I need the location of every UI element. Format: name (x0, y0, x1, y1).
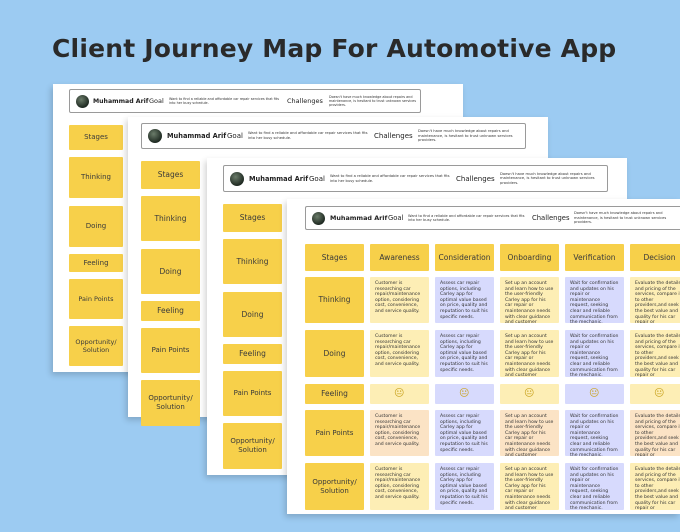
persona-card: Muhammad Arif Goal Want to find a reliab… (141, 123, 526, 149)
row-label-feeling: Feeling (305, 384, 364, 404)
goal-label: Goal (149, 97, 164, 105)
challenges-text: Doesn't have much knowledge about repair… (574, 211, 667, 225)
doing-awareness: Customer is researching car repair/maint… (370, 330, 429, 377)
row-label-feeling: Feeling (141, 301, 200, 321)
goal-text: Want to find a reliable and affordable c… (248, 131, 368, 140)
avatar (76, 94, 89, 108)
persona-name: Muhammad Arif (167, 132, 227, 140)
neutral-face-icon: 😐 (459, 388, 470, 399)
pain-consideration: Assess car repair options, including Car… (435, 410, 494, 456)
doing-onboarding: Set up an account and learn how to use t… (500, 330, 559, 377)
row-label-doing: Doing (141, 249, 200, 294)
persona-card: Muhammad Arif Goal Want to find a reliab… (223, 165, 608, 192)
row-label-stages: Stages (141, 161, 200, 189)
neutral-face-icon: 😐 (589, 388, 600, 399)
challenges-label: Challenges (287, 97, 323, 105)
feeling-verification: 😐 (565, 384, 624, 404)
row-label-thinking: Thinking (141, 196, 200, 241)
challenges-label: Challenges (456, 174, 495, 183)
thinking-consideration: Assess car repair options, including Car… (435, 277, 494, 323)
pain-awareness: Customer is researching car repair/maint… (370, 410, 429, 456)
opportunity-onboarding: Set up an account and learn how to use t… (500, 463, 559, 510)
row-label-opportunity: Opportunity/ Solution (305, 463, 364, 510)
avatar (312, 211, 325, 225)
opportunity-consideration: Assess car repair options, including Car… (435, 463, 494, 510)
pain-verification: Wait for confirmation and updates on his… (565, 410, 624, 456)
opportunity-decision: Evaluate the details and pricing of the … (630, 463, 680, 510)
row-label-stages: Stages (69, 125, 123, 150)
persona-card: Muhammad Arif Goal Want to find a reliab… (69, 89, 421, 113)
stage-consideration: Consideration (435, 244, 494, 271)
pain-decision: Evaluate the details and pricing of the … (630, 410, 680, 456)
avatar (230, 171, 244, 186)
opportunity-awareness: Customer is researching car repair/maint… (370, 463, 429, 510)
feeling-consideration: 😐 (435, 384, 494, 404)
persona-name: Muhammad Arif (93, 97, 149, 105)
feeling-onboarding: 😐 (500, 384, 559, 404)
pain-onboarding: Set up an account and learn how to use t… (500, 410, 559, 456)
row-label-opportunity: Opportunity/ Solution (223, 423, 282, 469)
goal-text: Want to find a reliable and affordable c… (330, 173, 450, 183)
neutral-face-icon: 😐 (524, 388, 535, 399)
avatar (148, 129, 162, 143)
row-label-pain-points: Pain Points (141, 328, 200, 373)
row-label-doing: Doing (69, 206, 123, 247)
neutral-face-icon: 😐 (654, 388, 665, 399)
feeling-decision: 😐 (630, 384, 680, 404)
neutral-face-icon: 😐 (394, 388, 405, 399)
row-label-feeling: Feeling (223, 344, 282, 364)
goal-label: Goal (309, 174, 325, 183)
stage-verification: Verification (565, 244, 624, 271)
row-label-pain-points: Pain Points (223, 371, 282, 416)
feeling-awareness: 😐 (370, 384, 429, 404)
thinking-onboarding: Set up an account and learn how to use t… (500, 277, 559, 323)
thinking-awareness: Customer is researching car repair/maint… (370, 277, 429, 323)
page-title: Client Journey Map For Automotive App (52, 34, 617, 63)
doing-consideration: Assess car repair options, including Car… (435, 330, 494, 377)
thinking-decision: Evaluate the details and pricing of the … (630, 277, 680, 323)
opportunity-verification: Wait for confirmation and updates on his… (565, 463, 624, 510)
goal-text: Want to find a reliable and affordable c… (169, 96, 279, 105)
challenges-text: Doesn't have much knowledge about repair… (329, 94, 416, 108)
doing-decision: Evaluate the details and pricing of the … (630, 330, 680, 377)
row-label-doing: Doing (223, 292, 282, 337)
challenges-label: Challenges (374, 132, 413, 140)
row-label-thinking: Thinking (305, 277, 364, 323)
journey-map-sheet-4: Muhammad Arif Goal Want to find a reliab… (287, 199, 680, 514)
goal-label: Goal (227, 132, 243, 140)
stage-onboarding: Onboarding (500, 244, 559, 271)
row-label-thinking: Thinking (223, 239, 282, 284)
row-label-stages: Stages (305, 244, 364, 271)
row-label-pain-points: Pain Points (305, 410, 364, 456)
row-label-opportunity: Opportunity/ Solution (141, 380, 200, 426)
goal-label: Goal (388, 214, 404, 222)
stage-decision: Decision (630, 244, 680, 271)
row-label-thinking: Thinking (69, 157, 123, 198)
row-label-doing: Doing (305, 330, 364, 377)
thinking-verification: Wait for confirmation and updates on his… (565, 277, 624, 323)
row-label-pain-points: Pain Points (69, 279, 123, 319)
stage-awareness: Awareness (370, 244, 429, 271)
challenges-text: Doesn't have much knowledge about repair… (500, 171, 595, 185)
persona-name: Muhammad Arif (249, 174, 309, 183)
row-label-feeling: Feeling (69, 254, 123, 272)
row-label-stages: Stages (223, 204, 282, 232)
persona-card: Muhammad Arif Goal Want to find a reliab… (305, 206, 680, 230)
goal-text: Want to find a reliable and affordable c… (408, 213, 525, 222)
doing-verification: Wait for confirmation and updates on his… (565, 330, 624, 377)
row-label-opportunity: Opportunity/ Solution (69, 326, 123, 366)
challenges-text: Doesn't have much knowledge about repair… (418, 129, 513, 143)
persona-name: Muhammad Arif (330, 214, 388, 222)
challenges-label: Challenges (532, 214, 570, 222)
